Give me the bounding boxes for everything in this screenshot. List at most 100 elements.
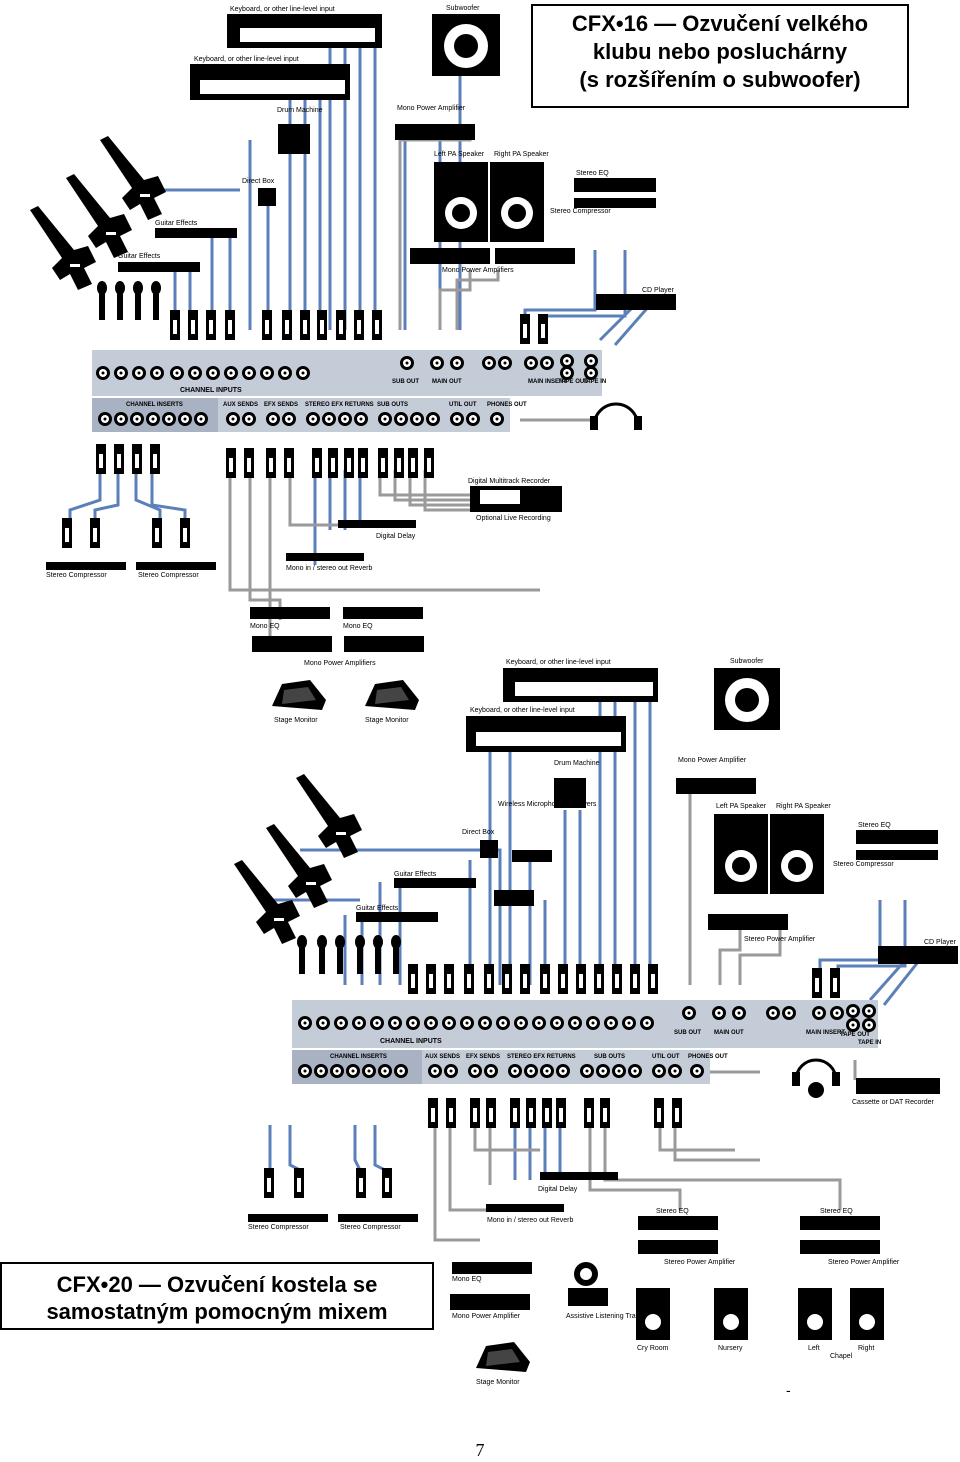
bottom-keyboard-2-label: Keyboard, or other line-level input (470, 707, 575, 714)
bottom-tape-in-label: TAPE IN (858, 1040, 881, 1046)
bottom-aux-sends-label: AUX SENDS (425, 1054, 460, 1060)
bottom-mono-eq: Mono EQ Mono Power Amplifier (450, 1262, 532, 1320)
bottom-mono-amp: Mono Power Amplifier (676, 757, 756, 794)
bottom-channel-inputs-label: CHANNEL INPUTS (380, 1038, 442, 1045)
bottom-insert-jacks (264, 1098, 682, 1198)
bottom-assistive-label: Assistive Listening Transmitter (566, 1313, 661, 1320)
bottom-assistive: Assistive Listening Transmitter (566, 1262, 661, 1320)
bottom-stereo-eqs: Stereo EQ Stereo EQ Stereo Power Amplifi… (638, 1208, 900, 1266)
top-direct-box: Direct Box (242, 178, 276, 206)
bottom-wireless: Wireless Microphone Receivers (494, 801, 597, 906)
top-sub-out-label: SUB OUT (392, 379, 419, 385)
top-mono-eqs: Mono EQ Mono EQ Mono Power Amplifiers (250, 607, 424, 667)
bottom-stereo-eq-label: Stereo EQ (858, 822, 891, 829)
bottom-phones-label: PHONES OUT (688, 1054, 728, 1060)
top-subwoofer-label: Subwoofer (446, 5, 480, 12)
top-stage-mon2-label: Stage Monitor (365, 717, 409, 724)
top-guitar-fx: Guitar Effects Guitar Effects (118, 220, 237, 272)
bottom-comp-a-label: Stereo Compressor (248, 1224, 309, 1231)
bottom-diagram-title: CFX•20 — Ozvučení kostela se samostatným… (0, 1262, 434, 1330)
top-util-out-label: UTIL OUT (449, 402, 477, 408)
top-mono-amp: Mono Power Amplifier (395, 105, 475, 140)
top-channel-inserts-label: CHANNEL INSERTS (126, 402, 183, 408)
bottom-stereo-eq-b-label: Stereo EQ (820, 1208, 853, 1215)
bottom-subwoofer: Subwoofer (714, 658, 780, 730)
bottom-stereo-amp-a-label: Stereo Power Amplifier (664, 1259, 736, 1266)
guitar-icon (234, 860, 300, 944)
bottom-stereo-comp-label: Stereo Compressor (833, 861, 894, 868)
guitar-icon (66, 174, 132, 258)
bottom-main-insert-label: MAIN INSERT (806, 1030, 845, 1036)
top-keyboard-2-label: Keyboard, or other line-level input (194, 56, 299, 63)
bottom-direct-box: Direct Box (462, 829, 498, 858)
bottom-util-out-label: UTIL OUT (652, 1054, 680, 1060)
top-tape-in-label: TAPE IN (583, 379, 606, 385)
bottom-stereo-efx-label: STEREO EFX RETURNS (507, 1054, 576, 1060)
bottom-delay: Digital Delay (538, 1172, 618, 1193)
top-cd-player: CD Player (596, 287, 676, 310)
bottom-direct-box-label: Direct Box (462, 829, 495, 836)
top-diagram-title: CFX•16 — Ozvučení velkého klubu nebo pos… (531, 4, 909, 108)
top-main-insert-label: MAIN INSERT (528, 379, 567, 385)
top-sub-outs-label: SUB OUTS (377, 402, 408, 408)
top-comp-a-label: Stereo Compressor (46, 572, 107, 579)
stray-mark: - (786, 1382, 791, 1398)
bottom-cassette: Cassette or DAT Recorder (852, 1078, 940, 1106)
top-compressors: Stereo Compressor Stereo Compressor (46, 562, 216, 579)
bottom-mics (297, 935, 401, 974)
stage-monitor-icon (365, 680, 419, 710)
bottom-input-jacks (408, 964, 840, 998)
bottom-keyboard-1-label: Keyboard, or other line-level input (506, 659, 611, 666)
top-aux-sends-label: AUX SENDS (223, 402, 258, 408)
guitar-icon (30, 206, 96, 290)
guitar-icon (100, 136, 166, 220)
top-title-line-3: (s rozšířením o subwoofer) (579, 67, 861, 92)
top-input-jacks (170, 310, 548, 344)
top-mono-amps-label: Mono Power Amplifiers (442, 267, 514, 274)
top-stereo-comp-label: Stereo Compressor (550, 208, 611, 215)
top-diagram: Keyboard, or other line-level input Keyb… (30, 5, 676, 724)
top-efx-sends-label: EFX SENDS (264, 402, 298, 408)
top-delay-label: Digital Delay (376, 533, 416, 540)
top-title-line-2: klubu nebo posluchárny (592, 39, 848, 64)
top-main-out-label: MAIN OUT (432, 379, 462, 385)
bottom-mono-amp-label: Mono Power Amplifier (678, 757, 747, 764)
top-stereo-eq: Stereo EQ Stereo Compressor (550, 170, 656, 215)
top-mono-eq1-label: Mono EQ (250, 623, 280, 630)
bottom-mixer: CHANNEL INPUTS SUB OUT MAIN OUT MAIN INS… (292, 1000, 881, 1084)
bottom-nursery-label: Nursery (718, 1345, 743, 1352)
top-keyboard-1-label: Keyboard, or other line-level input (230, 6, 335, 13)
microphone-icon (297, 935, 307, 974)
top-tape-out-label: TAPE OUT (558, 379, 588, 385)
top-mono-power-amps-label: Mono Power Amplifiers (304, 660, 376, 667)
bottom-compressors: Stereo Compressor Stereo Compressor (248, 1214, 418, 1231)
bottom-reverb: Mono in / stereo out Reverb (486, 1204, 573, 1224)
top-phones-label: PHONES OUT (487, 402, 527, 408)
bottom-wireless-label: Wireless Microphone Receivers (498, 801, 597, 808)
top-keyboard-2: Keyboard, or other line-level input (190, 56, 350, 100)
top-guitar-fx2-label: Guitar Effects (118, 253, 161, 260)
bottom-guitar-fx: Guitar Effects Guitar Effects (356, 871, 476, 922)
top-stereo-eq-label: Stereo EQ (576, 170, 609, 177)
headphones-icon (590, 402, 642, 430)
bottom-reverb-label: Mono in / stereo out Reverb (487, 1217, 573, 1224)
top-reverb: Mono in / stereo out Reverb (286, 553, 372, 572)
top-subwoofer: Subwoofer (432, 5, 500, 76)
top-guitar-fx1-label: Guitar Effects (155, 220, 198, 227)
microphone-icon (97, 281, 107, 320)
bottom-comp-b-label: Stereo Compressor (340, 1224, 401, 1231)
headphones-icon (792, 1058, 840, 1098)
top-mono-amps: Mono Power Amplifiers (410, 248, 575, 274)
bottom-drum-label: Drum Machine (554, 760, 600, 767)
top-stage-monitors: Stage Monitor Stage Monitor (272, 680, 419, 724)
bottom-delay-label: Digital Delay (538, 1186, 578, 1193)
top-reverb-label: Mono in / stereo out Reverb (286, 565, 372, 572)
bottom-guitar-fx2-label: Guitar Effects (356, 905, 399, 912)
bottom-diagram: Keyboard, or other line-level input Keyb… (234, 658, 958, 1386)
bottom-stereo-eq-a-label: Stereo EQ (656, 1208, 689, 1215)
bottom-cd-label: CD Player (924, 939, 957, 946)
bottom-left-pa-label: Left PA Speaker (716, 803, 767, 810)
microphone-icon (317, 935, 327, 974)
top-direct-box-label: Direct Box (242, 178, 275, 185)
